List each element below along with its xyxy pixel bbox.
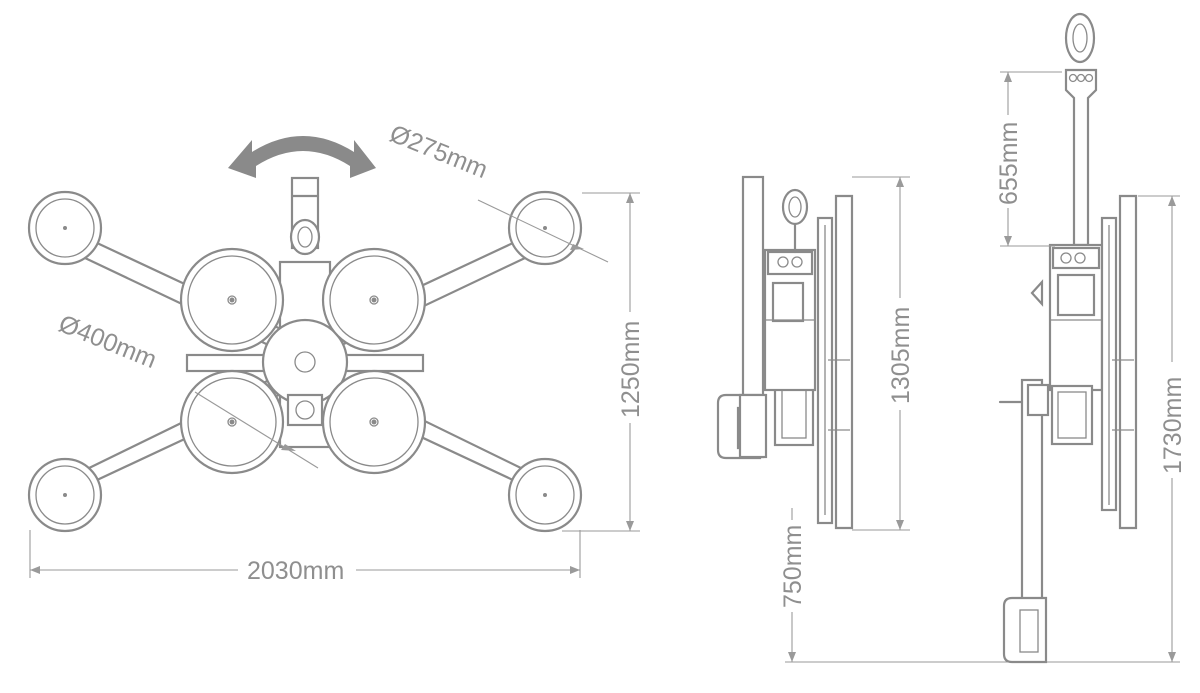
central-body (185, 176, 425, 449)
top-view-height-label: 1250mm (617, 321, 645, 418)
small-pads (27, 190, 583, 533)
pad-small-diameter-label: Ø275mm (386, 120, 492, 184)
overall-width-label: 2030mm (247, 557, 344, 585)
side-view-extended (998, 12, 1138, 664)
overall-height-label: 1730mm (1159, 377, 1187, 474)
overall-height-dimension (1138, 195, 1180, 662)
handle-extension-label: 750mm (779, 525, 807, 608)
width-dimension (29, 530, 581, 578)
top-view: Ø400mm Ø275mm 2030mm 1250mm (27, 120, 645, 585)
pad-large-diameter-label: Ø400mm (55, 310, 161, 374)
lifting-eye-dimension (1000, 71, 1062, 247)
lifting-eye-extension-label: 655mm (995, 122, 1023, 205)
rotation-arrow-icon (228, 136, 376, 178)
top-height-dimension (562, 192, 640, 532)
large-pads (179, 247, 427, 475)
side-height-dimension (852, 176, 910, 531)
side-height-label: 1305mm (887, 307, 915, 404)
handle-dimension (785, 508, 1180, 663)
side-view-retracted (716, 175, 854, 530)
